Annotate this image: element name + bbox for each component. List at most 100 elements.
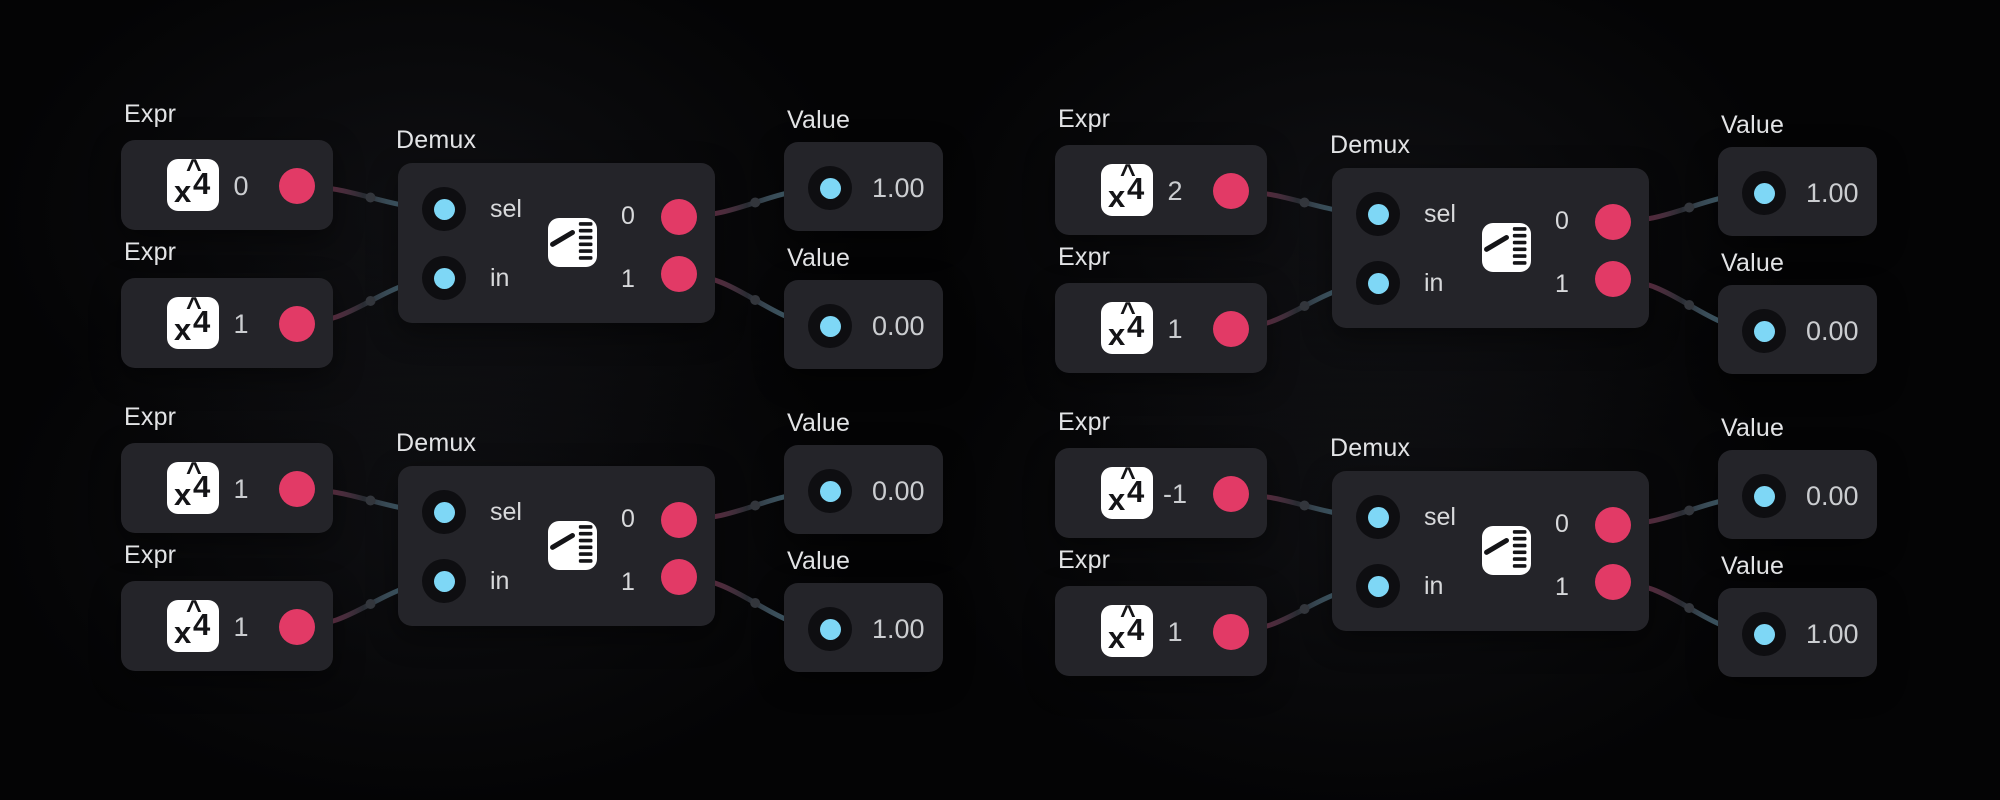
output-port-1[interactable] — [661, 256, 697, 292]
node-group: Expr x^4 1 Expr x^4 1 Demux sel in 0 — [121, 403, 951, 678]
demux-switch-icon — [548, 218, 597, 267]
input-port[interactable] — [1742, 612, 1786, 656]
output-port-1[interactable] — [1595, 564, 1631, 600]
expr-value[interactable]: 2 — [1167, 176, 1183, 206]
input-dot — [1753, 623, 1775, 645]
output-port-0[interactable] — [1595, 507, 1631, 543]
input-dot — [819, 315, 841, 337]
value-readout: 1.00 — [1806, 178, 1859, 208]
output-port[interactable] — [1213, 311, 1249, 347]
expr-node[interactable]: x^4 -1 — [1055, 448, 1267, 538]
node-title: Expr — [1058, 243, 1111, 271]
output-port-0[interactable] — [661, 199, 697, 235]
value-node[interactable]: 0.00 — [1718, 450, 1877, 539]
value-node[interactable]: 1.00 — [784, 142, 943, 231]
expr-node[interactable]: x^4 1 — [121, 278, 333, 368]
input-port-sel[interactable] — [1356, 495, 1400, 539]
port-label: in — [490, 264, 510, 292]
node-title: Value — [1721, 552, 1785, 580]
input-port[interactable] — [1742, 309, 1786, 353]
input-dot — [1367, 272, 1389, 294]
expr-value[interactable]: 1 — [233, 612, 249, 642]
port-label: sel — [490, 195, 522, 223]
input-dot — [1367, 575, 1389, 597]
input-port[interactable] — [1742, 171, 1786, 215]
output-port[interactable] — [1213, 614, 1249, 650]
node-title: Expr — [124, 403, 177, 431]
expr-node[interactable]: x^4 1 — [121, 443, 333, 533]
wire-midpoint-dot — [750, 197, 761, 208]
output-port-0[interactable] — [1595, 204, 1631, 240]
x-power-4-icon: x^4 — [167, 459, 219, 514]
output-port[interactable] — [279, 306, 315, 342]
x-power-4-icon: x^4 — [1101, 464, 1153, 519]
demux-switch-icon — [1482, 223, 1531, 272]
port-label: sel — [1424, 503, 1456, 531]
output-port-1[interactable] — [1595, 261, 1631, 297]
input-port-in[interactable] — [1356, 261, 1400, 305]
wire-midpoint-dot — [365, 192, 376, 203]
wire-midpoint-dot — [365, 495, 376, 506]
demux-node[interactable]: sel in 0 1 — [398, 163, 715, 323]
input-port[interactable] — [808, 607, 852, 651]
x-power-4-icon: x^4 — [167, 294, 219, 349]
input-port[interactable] — [808, 166, 852, 210]
expr-node[interactable]: x^4 1 — [121, 581, 333, 671]
node-title: Value — [787, 409, 851, 437]
output-port[interactable] — [279, 471, 315, 507]
expr-node[interactable]: x^4 2 — [1055, 145, 1267, 235]
expr-node[interactable]: x^4 0 — [121, 140, 333, 230]
output-port[interactable] — [279, 168, 315, 204]
value-node[interactable]: 0.00 — [784, 280, 943, 369]
input-dot — [1367, 506, 1389, 528]
value-node[interactable]: 0.00 — [1718, 285, 1877, 374]
value-node[interactable]: 1.00 — [1718, 147, 1877, 236]
expr-node[interactable]: x^4 1 — [1055, 586, 1267, 676]
input-port[interactable] — [808, 469, 852, 513]
wire-midpoint-dot — [365, 599, 376, 609]
output-port[interactable] — [1213, 476, 1249, 512]
port-label: sel — [490, 498, 522, 526]
expr-value[interactable]: 1 — [1167, 314, 1183, 344]
expr-node[interactable]: x^4 1 — [1055, 283, 1267, 373]
node-group: Expr x^4 2 Expr x^4 1 Demux sel in 0 — [1055, 105, 1885, 380]
wire-midpoint-dot — [1299, 604, 1310, 614]
demux-node[interactable]: sel in 0 1 — [1332, 471, 1649, 631]
port-label: in — [1424, 572, 1444, 600]
input-port-in[interactable] — [422, 559, 466, 603]
expr-value[interactable]: -1 — [1162, 479, 1187, 509]
node-title: Value — [787, 547, 851, 575]
input-port-in[interactable] — [422, 256, 466, 300]
node-title: Demux — [1330, 131, 1411, 159]
port-label: 1 — [1555, 573, 1569, 601]
input-port[interactable] — [1742, 474, 1786, 518]
value-node[interactable]: 1.00 — [784, 583, 943, 672]
value-node[interactable]: 0.00 — [784, 445, 943, 534]
expr-value[interactable]: 1 — [233, 474, 249, 504]
demux-node[interactable]: sel in 0 1 — [398, 466, 715, 626]
input-port-sel[interactable] — [422, 490, 466, 534]
node-title: Value — [1721, 111, 1785, 139]
output-port-1[interactable] — [661, 559, 697, 595]
expr-value[interactable]: 1 — [1167, 617, 1183, 647]
x-power-4-icon: x^4 — [1101, 602, 1153, 657]
value-node[interactable]: 1.00 — [1718, 588, 1877, 677]
input-port[interactable] — [808, 304, 852, 348]
x-power-4-icon: x^4 — [1101, 299, 1153, 354]
output-port[interactable] — [279, 609, 315, 645]
input-dot — [819, 480, 841, 502]
x-power-4-icon: x^4 — [167, 597, 219, 652]
wire-midpoint-dot — [1299, 301, 1310, 311]
input-port-in[interactable] — [1356, 564, 1400, 608]
demux-node[interactable]: sel in 0 1 — [1332, 168, 1649, 328]
expr-value[interactable]: 1 — [233, 309, 249, 339]
expr-value[interactable]: 0 — [233, 171, 249, 201]
wire-midpoint-dot — [1299, 500, 1310, 511]
port-label: 0 — [621, 505, 635, 533]
input-port-sel[interactable] — [422, 187, 466, 231]
output-port-0[interactable] — [661, 502, 697, 538]
input-port-sel[interactable] — [1356, 192, 1400, 236]
output-port[interactable] — [1213, 173, 1249, 209]
port-label: sel — [1424, 200, 1456, 228]
